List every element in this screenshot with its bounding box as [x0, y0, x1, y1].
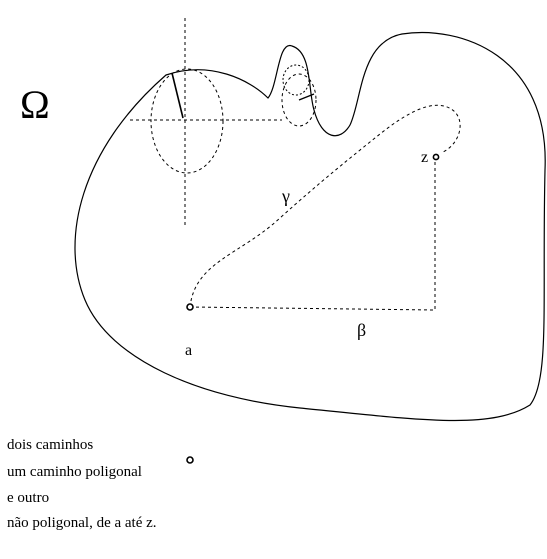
- small-disc-radius: [298, 93, 315, 101]
- tiny-dashed-disc: [282, 64, 310, 96]
- beta-label: β: [357, 320, 366, 340]
- large-dashed-disc: [150, 68, 224, 174]
- large-disc-radius: [171, 72, 184, 119]
- point-a-marker: [186, 303, 194, 311]
- point-z-label: z: [421, 149, 428, 166]
- point-z-marker: [432, 153, 440, 161]
- domain-boundary: [74, 31, 546, 422]
- caption-line-3: e outro: [7, 490, 49, 506]
- point-a-label: a: [185, 342, 192, 359]
- caption-line-4: não poligonal, de a até z.: [7, 515, 157, 531]
- path-gamma-dashed: [189, 104, 461, 308]
- small-dashed-disc: [281, 73, 317, 127]
- region-omega-label: Ω: [20, 82, 50, 127]
- caption-point-marker: [186, 456, 194, 464]
- path-beta-polygonal: [189, 158, 436, 311]
- gamma-label: γ: [281, 186, 290, 206]
- caption-line-1: dois caminhos: [7, 437, 93, 453]
- caption-line-2: um caminho poligonal: [7, 464, 142, 480]
